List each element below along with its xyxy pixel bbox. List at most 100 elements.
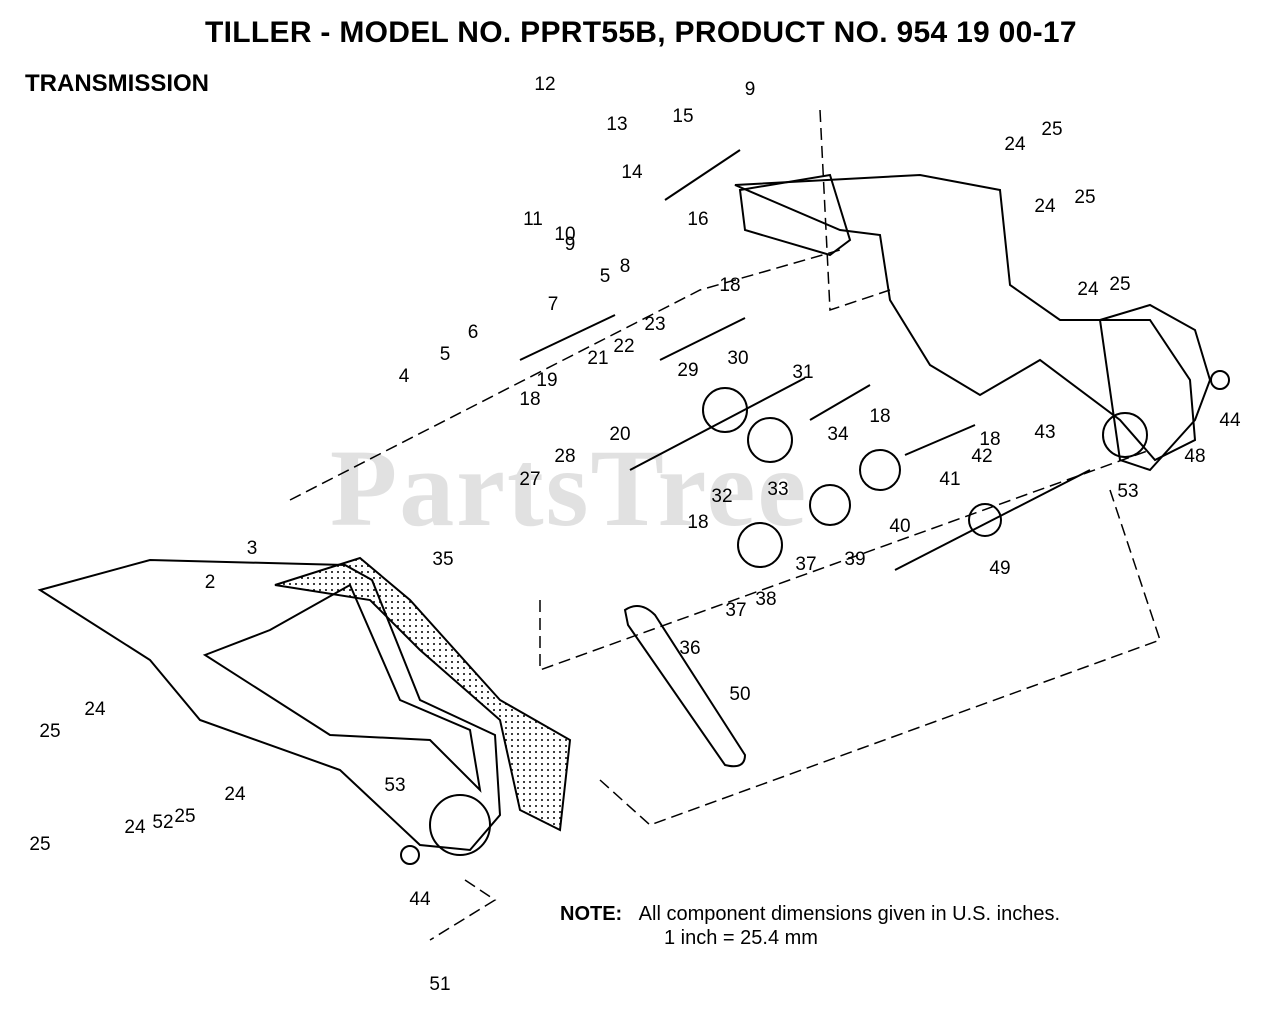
section-heading: TRANSMISSION: [25, 70, 210, 97]
callout-32: 32: [711, 486, 732, 507]
guide-line-a: [819, 109, 891, 312]
callout-13: 13: [606, 114, 627, 135]
callout-49: 49: [989, 558, 1010, 579]
note-label: NOTE:: [560, 903, 623, 925]
left-housing-inner: [202, 583, 482, 793]
callout-38: 38: [755, 589, 776, 610]
callout-52: 52: [152, 812, 173, 833]
callout-29: 29: [677, 360, 698, 381]
sprocket-38: [737, 522, 783, 568]
page-title: TILLER - MODEL NO. PPRT55B, PRODUCT NO. …: [205, 16, 1077, 49]
callout-24: 24: [124, 817, 146, 838]
callout-31: 31: [792, 362, 813, 383]
callout-6: 6: [468, 322, 479, 343]
callout-8: 8: [620, 256, 631, 277]
callout-9: 9: [565, 234, 576, 255]
callout-18: 18: [869, 406, 890, 427]
shaft-7: [519, 314, 616, 361]
callout-25: 25: [174, 806, 195, 827]
callout-5: 5: [440, 344, 451, 365]
left-housing-part: [37, 558, 502, 852]
callout-34: 34: [827, 424, 849, 445]
callout-48: 48: [1184, 446, 1205, 467]
callout-20: 20: [609, 424, 630, 445]
callout-53: 53: [384, 775, 405, 796]
callout-18: 18: [519, 389, 540, 410]
callout-numbers: 2345567899101112131415161818181818192021…: [29, 74, 1241, 995]
callout-14: 14: [621, 162, 643, 183]
callout-25: 25: [1109, 274, 1130, 295]
callout-25: 25: [1041, 119, 1062, 140]
shaft-34: [809, 384, 871, 421]
shaft-49: [894, 469, 1091, 571]
callout-30: 30: [727, 348, 748, 369]
shaft-16: [664, 149, 741, 201]
callout-4: 4: [399, 366, 410, 387]
callout-25: 25: [29, 834, 50, 855]
note-line-2: 1 inch = 25.4 mm: [664, 927, 818, 949]
shaft-41: [904, 424, 976, 456]
callout-18: 18: [687, 512, 708, 533]
shaft-30: [629, 377, 806, 471]
callout-37: 37: [795, 554, 816, 575]
callout-24: 24: [224, 784, 246, 805]
note-block: NOTE: All component dimensions given in …: [560, 902, 1060, 950]
callout-3: 3: [247, 538, 258, 559]
shaft-23: [659, 317, 746, 361]
callout-10: 10: [554, 224, 575, 245]
callout-11: 11: [523, 209, 543, 230]
callout-15: 15: [672, 106, 693, 127]
callout-44: 44: [409, 889, 431, 910]
callout-19: 19: [536, 370, 557, 391]
bearing-44-left: [400, 845, 420, 865]
callout-40: 40: [889, 516, 910, 537]
callout-21: 21: [587, 348, 608, 369]
sprocket-39: [809, 484, 851, 526]
callout-23: 23: [644, 314, 665, 335]
callout-51: 51: [429, 974, 450, 995]
gasket-part: [274, 556, 572, 832]
guide-line-b: [289, 249, 841, 501]
callout-53: 53: [1117, 481, 1138, 502]
callout-18: 18: [979, 429, 1000, 450]
callout-28: 28: [554, 446, 575, 467]
callout-37: 37: [725, 600, 746, 621]
callout-25: 25: [1074, 187, 1095, 208]
drive-belt-part: [623, 605, 747, 768]
callout-24: 24: [1034, 196, 1056, 217]
callout-42: 42: [971, 446, 992, 467]
callout-7: 7: [548, 294, 559, 315]
callout-25: 25: [39, 721, 60, 742]
callout-33: 33: [767, 479, 788, 500]
sprocket-33: [747, 417, 793, 463]
callout-43: 43: [1034, 422, 1055, 443]
sprocket-40: [859, 449, 901, 491]
sprocket-49: [968, 503, 1002, 537]
note-line-1: All component dimensions given in U.S. i…: [638, 903, 1060, 925]
callout-35: 35: [432, 549, 453, 570]
callout-36: 36: [679, 638, 700, 659]
sprocket-29: [702, 387, 748, 433]
callout-50: 50: [729, 684, 750, 705]
callout-39: 39: [844, 549, 865, 570]
callout-44: 44: [1219, 410, 1241, 431]
guide-line-d: [599, 489, 1161, 826]
callout-24: 24: [1077, 279, 1099, 300]
callout-18: 18: [719, 275, 740, 296]
guide-line-c: [539, 449, 1151, 672]
callout-24: 24: [84, 699, 106, 720]
pulley-53-right: [1102, 412, 1148, 458]
right-housing-bracket: [738, 173, 852, 257]
watermark-logo: PartsTree: [330, 427, 809, 549]
chain-guard-right: [1098, 303, 1212, 472]
callout-5: 5: [600, 266, 611, 287]
bearing-44-right: [1210, 370, 1230, 390]
callout-9: 9: [745, 79, 756, 100]
callout-27: 27: [519, 469, 540, 490]
callout-12: 12: [534, 74, 555, 95]
guide-line-e: [429, 879, 497, 941]
pulley-53-left: [429, 794, 491, 856]
callout-16: 16: [687, 209, 708, 230]
